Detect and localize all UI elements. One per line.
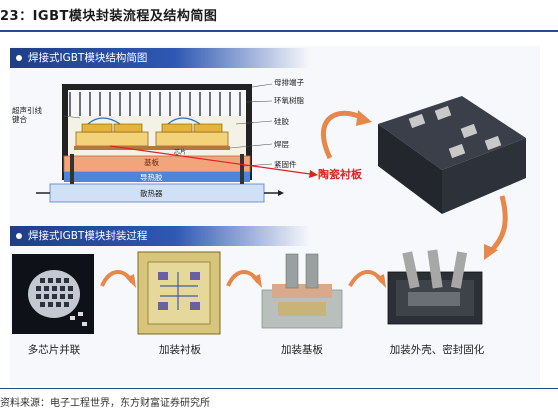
structure-section-title: 焊接式IGBT模块结构简图 xyxy=(28,52,148,64)
chip-right-a xyxy=(161,123,193,133)
bottom-rule xyxy=(0,388,558,389)
leader-lines xyxy=(63,83,273,167)
housing-right-wall xyxy=(246,90,252,180)
bullet-icon xyxy=(16,233,22,239)
process-section-header: 焊接式IGBT模块封装过程 xyxy=(10,226,310,246)
label-ceramic-substrate: 陶瓷衬板 xyxy=(318,168,362,181)
step3-image xyxy=(261,253,343,329)
chip-left-b xyxy=(113,123,143,133)
curved-arrow-top-head xyxy=(356,110,372,126)
structure-diagram xyxy=(12,83,526,335)
busbar-terminal xyxy=(62,84,252,90)
label-solder: 焊层 xyxy=(274,140,289,149)
curved-arrow-right xyxy=(488,195,508,254)
ceramic-right xyxy=(155,131,229,147)
module-top xyxy=(378,96,526,170)
step-label-3: 加装基板 xyxy=(281,344,323,356)
ceramic-pointer-head xyxy=(309,170,318,178)
label-gel: 硅胶 xyxy=(274,117,289,126)
label-bond-wire: 超声引线 键合 xyxy=(12,106,42,124)
terminal-d xyxy=(484,135,502,151)
chip-left-a xyxy=(81,123,113,133)
module-3d-render xyxy=(378,96,526,214)
module-left-face xyxy=(378,124,442,214)
ceramic-pointer xyxy=(109,145,311,175)
chip-right-b xyxy=(193,123,223,133)
bond-wire-left xyxy=(87,117,121,125)
terminal-b xyxy=(434,105,452,121)
bond-wire-right xyxy=(167,117,201,125)
label-fastener: 紧固件 xyxy=(274,160,297,169)
label-thermal-paste: 导热胶 xyxy=(140,173,163,182)
label-chip: 芯片 xyxy=(174,149,187,156)
process-arrows xyxy=(100,270,386,288)
figure-panel: 焊接式IGBT模块结构简图 xyxy=(10,46,540,386)
curved-arrow-top xyxy=(321,110,364,160)
label-substrate: 基板 xyxy=(144,158,159,167)
step2-image xyxy=(137,251,221,335)
housing-left-wall xyxy=(62,90,68,180)
bullet-icon xyxy=(16,55,22,61)
structure-section-header: 焊接式IGBT模块结构简图 xyxy=(10,48,310,68)
title-rule xyxy=(0,30,558,32)
label-busbar-terminal: 母排端子 xyxy=(274,78,304,87)
solder-layer xyxy=(74,146,230,150)
fastener-right xyxy=(240,154,244,184)
outlet-arrowhead xyxy=(278,190,284,196)
step4-image xyxy=(387,249,483,325)
step-label-2: 加装衬板 xyxy=(159,344,201,356)
terminal-a xyxy=(408,113,426,129)
source-note: 资料来源：电子工程世界，东方财富证券研究所 xyxy=(0,398,210,409)
figure-title: 23：IGBT模块封装流程及结构简图 xyxy=(0,9,218,24)
fastener-left xyxy=(70,154,74,184)
step-label-4: 加装外壳、密封固化 xyxy=(389,344,485,356)
terminal-e xyxy=(448,143,466,159)
terminal-c xyxy=(460,123,478,139)
step1-image xyxy=(12,254,94,334)
label-heatsink: 散热器 xyxy=(140,189,163,198)
process-section-title: 焊接式IGBT模块封装过程 xyxy=(28,230,148,242)
epoxy-hatch xyxy=(69,92,241,116)
thermal-paste xyxy=(64,172,250,182)
step-label-1: 多芯片并联 xyxy=(27,344,81,356)
curved-arrow-right-head xyxy=(484,244,498,260)
module-right-face xyxy=(442,138,526,214)
ceramic-left xyxy=(75,131,149,147)
module-cross-section xyxy=(36,84,284,203)
label-epoxy: 环氧树脂 xyxy=(274,96,304,105)
